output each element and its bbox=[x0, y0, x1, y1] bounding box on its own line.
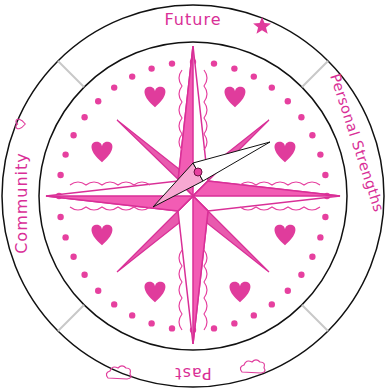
lace-trim bbox=[70, 70, 320, 330]
ring-dot bbox=[231, 320, 237, 326]
heart-symbol bbox=[16, 119, 25, 129]
ring-dot bbox=[231, 65, 237, 71]
ring-dot bbox=[269, 301, 275, 307]
ring-dot bbox=[285, 98, 291, 104]
outer-ring bbox=[2, 5, 384, 387]
ring-dot bbox=[70, 254, 76, 260]
ring-label: Future bbox=[165, 12, 222, 28]
ring-dot bbox=[251, 73, 257, 79]
star-symbol bbox=[253, 17, 271, 34]
ring-dot bbox=[129, 312, 135, 318]
ring-dot bbox=[269, 84, 275, 90]
ring-dot bbox=[309, 132, 315, 138]
ring-dot bbox=[95, 98, 101, 104]
ring-dot bbox=[298, 114, 304, 120]
ring-dot bbox=[169, 60, 175, 66]
ring-dot bbox=[317, 234, 323, 240]
ring-dot bbox=[211, 60, 217, 66]
inner-ring bbox=[39, 42, 347, 350]
ring-dot bbox=[298, 272, 304, 278]
ring-label: Community bbox=[14, 152, 30, 254]
ring-dot bbox=[62, 234, 68, 240]
ring-dot bbox=[251, 312, 257, 318]
ring-dot bbox=[81, 272, 87, 278]
ring-label: Past bbox=[174, 365, 211, 381]
ring-dot bbox=[129, 73, 135, 79]
ring-dot bbox=[309, 254, 315, 260]
ring-dot bbox=[70, 132, 76, 138]
ring-dot bbox=[317, 151, 323, 157]
compass-needle bbox=[153, 142, 270, 207]
ring-dot bbox=[95, 288, 101, 294]
ring-dot bbox=[211, 325, 217, 331]
main-points bbox=[46, 46, 340, 344]
ring-dot bbox=[81, 114, 87, 120]
ring-dot bbox=[322, 172, 328, 178]
ring-dot bbox=[111, 301, 117, 307]
ring-dot bbox=[322, 214, 328, 220]
ring-dot bbox=[111, 84, 117, 90]
ring-dot bbox=[62, 151, 68, 157]
ring-dot bbox=[57, 172, 63, 178]
ring-dot bbox=[57, 214, 63, 220]
ring-dot bbox=[148, 320, 154, 326]
ring-dot bbox=[285, 288, 291, 294]
ring-dot bbox=[169, 325, 175, 331]
ring-dot bbox=[148, 65, 154, 71]
